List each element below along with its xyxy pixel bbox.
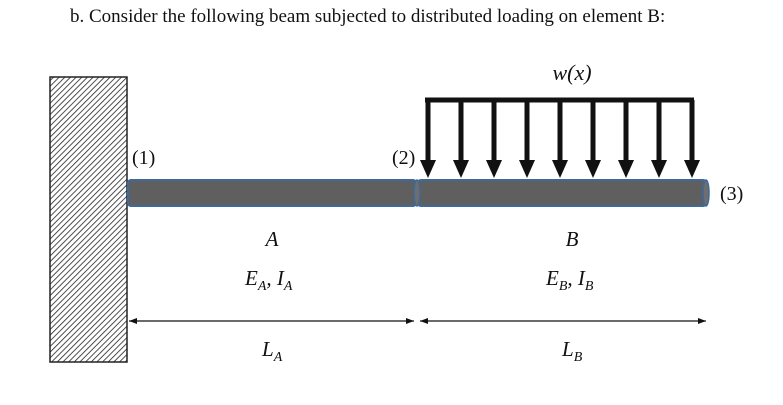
distributed-load	[420, 97, 700, 178]
element-b-modulus: E	[545, 266, 559, 290]
element-b-inertia: I	[577, 266, 586, 290]
element-a-inertia-sub: A	[283, 279, 293, 294]
load-arrow-head	[684, 160, 700, 178]
length-b-sub: B	[574, 350, 583, 365]
beam-element-a	[127, 179, 417, 207]
element-a-modulus: E	[244, 266, 258, 290]
element-b-modulus-sub: B	[559, 279, 568, 294]
node-2-label: (2)	[392, 147, 415, 169]
load-arrow-head	[552, 160, 568, 178]
element-b-separator: ,	[567, 266, 578, 290]
load-label: w(x)	[552, 60, 591, 85]
load-arrow-head	[420, 160, 436, 178]
length-a-symbol: L	[261, 337, 274, 361]
beam-end-cap	[702, 179, 710, 207]
length-a-label: LA	[261, 337, 283, 365]
length-a-sub: A	[273, 350, 283, 365]
load-arrow-head	[618, 160, 634, 178]
element-b-name: B	[566, 227, 579, 251]
beam-element-b	[417, 179, 707, 207]
beam-joint	[413, 179, 421, 207]
element-b-properties: EB, IB	[545, 266, 594, 294]
element-a-properties: EA, IA	[244, 266, 293, 294]
problem-heading: b. Consider the following beam subjected…	[70, 6, 666, 27]
node-3-label: (3)	[720, 183, 743, 205]
load-arrow-head	[453, 160, 469, 178]
element-a-name: A	[264, 227, 279, 251]
length-b-label: LB	[561, 337, 583, 365]
load-arrow-head	[486, 160, 502, 178]
load-arrow-head	[519, 160, 535, 178]
load-arrow-head	[585, 160, 601, 178]
element-a-modulus-sub: A	[257, 279, 267, 294]
element-a-separator: ,	[266, 266, 277, 290]
element-b-inertia-sub: B	[585, 279, 594, 294]
element-a-inertia: I	[276, 266, 285, 290]
length-b-symbol: L	[561, 337, 574, 361]
load-arrow-head	[651, 160, 667, 178]
node-1-label: (1)	[132, 147, 155, 169]
fixed-wall-support	[49, 76, 128, 363]
